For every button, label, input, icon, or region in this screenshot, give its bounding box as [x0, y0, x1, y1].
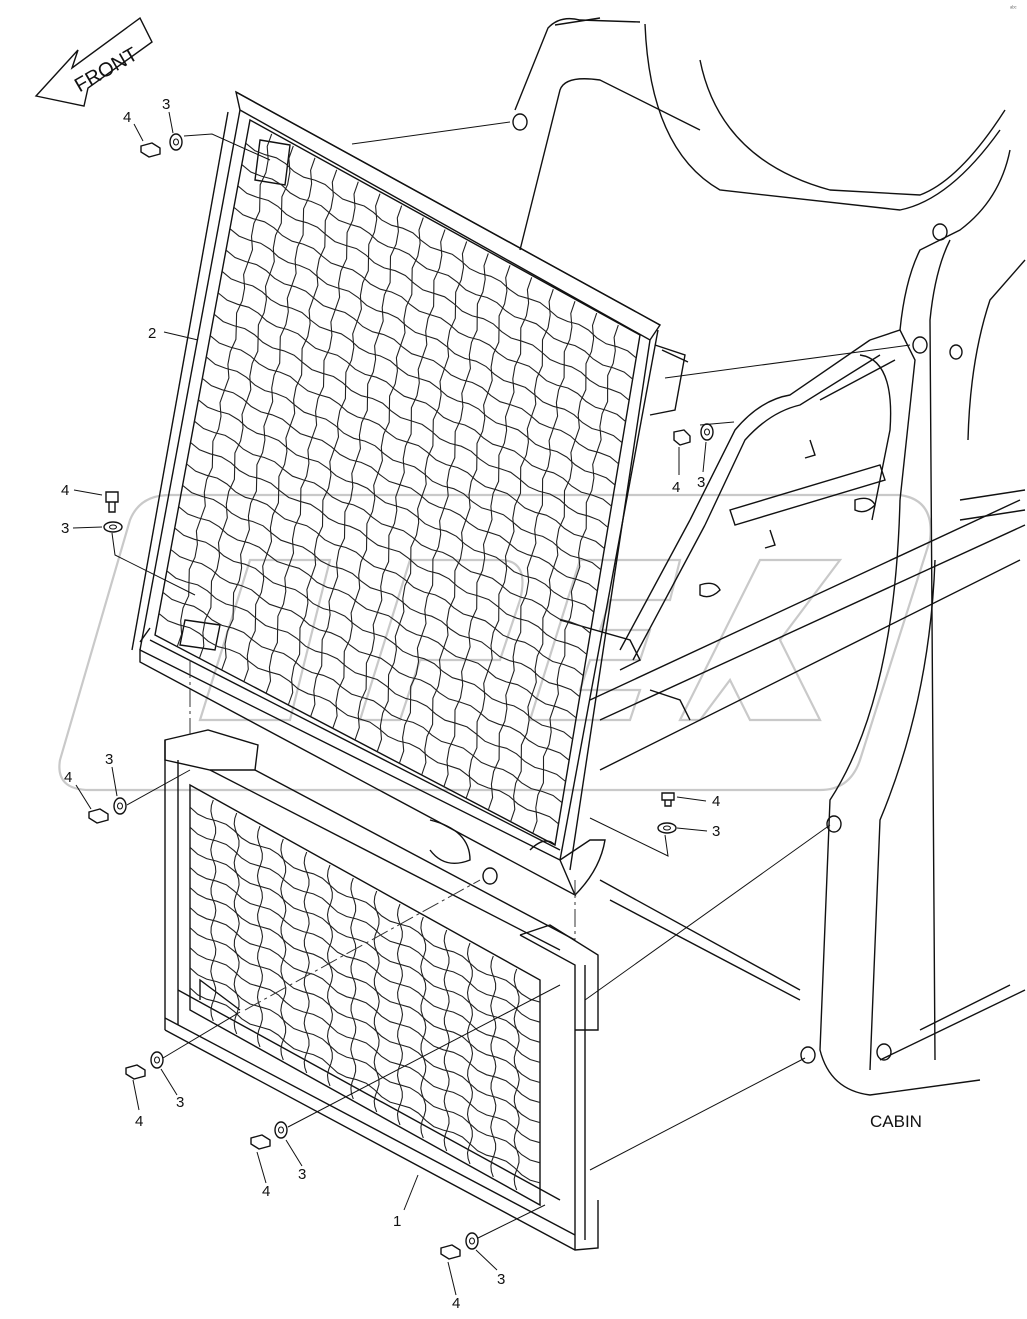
fasteners [88, 133, 714, 1260]
washer-icon [700, 423, 714, 441]
mesh-wire [233, 812, 240, 1035]
mesh-wire [202, 378, 598, 592]
mesh-wire [178, 506, 577, 719]
callout-4: 4 [123, 109, 131, 126]
mesh-wire [420, 916, 427, 1139]
callout-3: 3 [162, 96, 170, 113]
callout-3: 3 [497, 1271, 505, 1288]
callout-4: 4 [672, 479, 680, 496]
washer-icon [103, 521, 123, 533]
cabin-mount-bosses [482, 113, 963, 1064]
callout-1: 1 [393, 1213, 401, 1230]
mesh-wire [170, 549, 570, 761]
mesh-wire [189, 826, 541, 1023]
cabin-label: CABIN [870, 1112, 922, 1131]
mesh-wire [166, 570, 566, 782]
washer-icon [150, 1051, 164, 1069]
mesh-wire [186, 463, 584, 677]
callout-4: 4 [452, 1295, 460, 1312]
mesh-wire [189, 907, 541, 1104]
mesh-wire [189, 967, 541, 1164]
upper-screen-guard [131, 90, 689, 897]
callout-3: 3 [712, 823, 720, 840]
callout-4: 4 [135, 1113, 143, 1130]
mesh-wire [206, 356, 602, 571]
lower-screen-guard [164, 729, 599, 1251]
callout-2: 2 [148, 325, 156, 342]
mesh-wire [241, 164, 634, 380]
mesh-wire [189, 987, 541, 1184]
mesh-wire [245, 142, 637, 359]
callout-4: 4 [64, 769, 72, 786]
mesh-wire [194, 420, 591, 634]
mesh-wire [225, 249, 620, 465]
mesh-wire [189, 806, 541, 1003]
mesh-wire [280, 838, 287, 1061]
mesh-wire [189, 866, 541, 1063]
mesh-wire [466, 942, 474, 1165]
mesh-wire [350, 877, 357, 1100]
washer-icon [113, 797, 127, 815]
mesh-wire [189, 927, 541, 1124]
front-arrow-icon: FRONT [34, 16, 153, 107]
bolt-icon [140, 142, 161, 158]
mesh-wire [513, 968, 520, 1191]
callout-3: 3 [61, 520, 69, 537]
mesh-wire [229, 228, 623, 444]
bolt-icon [661, 792, 675, 807]
mesh-wire [190, 442, 588, 655]
mesh-wire [189, 887, 541, 1084]
front-label: FRONT [71, 43, 142, 96]
cabin-structure [514, 17, 1026, 1096]
callout-leaders [72, 111, 708, 1296]
callout-labels: 4 3 2 4 3 4 3 4 3 4 3 4 3 4 3 1 4 3 [61, 96, 720, 1312]
callout-3: 3 [697, 474, 705, 491]
mesh-wire [162, 591, 563, 804]
bolt-icon [250, 1134, 271, 1150]
mesh-wire [221, 271, 616, 486]
mesh-wire [158, 613, 559, 825]
bolt-icon [673, 429, 691, 446]
mesh-wire [189, 947, 541, 1144]
callout-3: 3 [105, 751, 113, 768]
washer-icon [657, 822, 677, 834]
bolt-icon [105, 491, 119, 513]
washer-icon [465, 1232, 479, 1250]
callout-4: 4 [262, 1183, 270, 1200]
mesh-wire [326, 864, 334, 1087]
mesh-wire [256, 825, 264, 1048]
assembly-centerlines [111, 121, 911, 1239]
washer-icon [274, 1121, 288, 1139]
corner-mark: ᵃᵇᶜ [1010, 5, 1017, 12]
mesh-wire [182, 484, 581, 698]
upper-screen-mesh [158, 133, 637, 834]
bolt-icon [125, 1064, 146, 1080]
mesh-wire [373, 890, 380, 1113]
mesh-wire [396, 903, 404, 1126]
mesh-wire [189, 846, 541, 1043]
mesh-wire [490, 955, 497, 1178]
mesh-wire [210, 799, 217, 1022]
lower-screen-mesh [189, 799, 541, 1191]
mesh-wire [174, 527, 574, 740]
bolt-icon [88, 808, 109, 824]
mesh-wire [198, 399, 595, 613]
bolt-icon [440, 1244, 461, 1260]
mesh-wire [214, 313, 609, 528]
callout-4: 4 [61, 482, 69, 499]
callout-4: 4 [712, 793, 720, 810]
mesh-wire [237, 185, 630, 401]
mesh-wire [233, 207, 627, 423]
mesh-wire [210, 335, 605, 550]
mesh-wire [443, 929, 450, 1152]
mesh-wire [303, 851, 310, 1074]
callout-3: 3 [298, 1166, 306, 1183]
washer-icon [169, 133, 183, 151]
callout-3: 3 [176, 1094, 184, 1111]
mesh-wire [217, 292, 613, 507]
